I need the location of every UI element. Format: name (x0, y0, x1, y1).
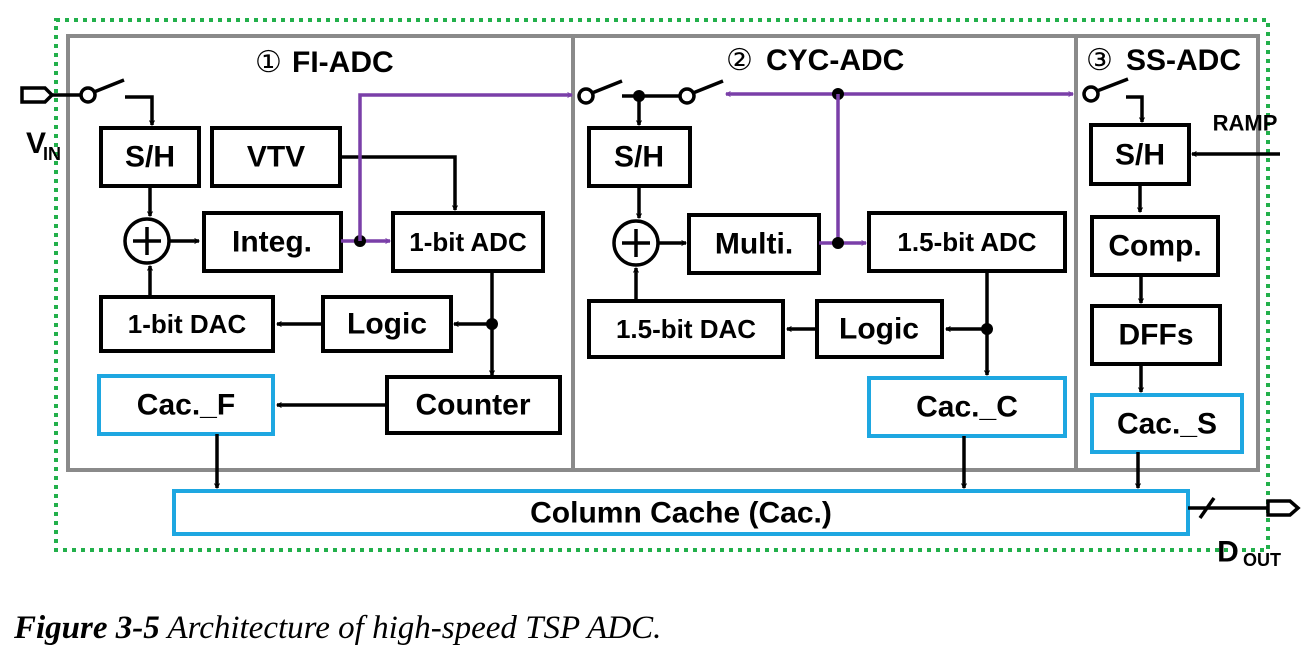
cyc-logic-label: Logic (839, 313, 919, 346)
cyc-multiplier-block (687, 213, 821, 275)
cyc-1p5bit-dac-block (587, 299, 785, 359)
chip-boundary (54, 18, 1270, 552)
cyc-1p5bit-adc-block (867, 211, 1067, 273)
ss-comparator-label: Comp. (1108, 230, 1201, 263)
input-switch-icon (79, 86, 97, 104)
fi-logic-label: Logic (347, 308, 427, 341)
section-1-title: FI-ADC (292, 46, 394, 79)
vin-subscript: IN (43, 144, 61, 164)
fi-1bit-dac-label: 1-bit DAC (128, 309, 247, 339)
fi-1bit-dac-block (99, 295, 275, 353)
cyc-logic-block (815, 299, 944, 359)
ss-cache-block (1090, 393, 1244, 454)
cyc-cache-label: Cac._C (916, 391, 1018, 424)
fi-vtv-label: VTV (247, 141, 305, 174)
fi-vtv-block (210, 126, 342, 188)
ss-switch-icon (1082, 85, 1100, 103)
cyc-1p5bit-dac-label: 1.5-bit DAC (616, 314, 756, 344)
ss-adc-panel (1074, 34, 1260, 472)
fi-1bit-adc-block (391, 211, 545, 273)
column-cache-label: Column Cache (Cac.) (530, 497, 832, 530)
ss-comparator-block (1090, 215, 1220, 277)
section-2-number: ② (726, 43, 753, 78)
ss-sh-label: S/H (1115, 139, 1165, 172)
figure-caption-text: Architecture of high-speed TSP ADC. (159, 610, 662, 646)
column-cache-block (172, 489, 1190, 536)
figure-label: Figure 3-5 (14, 610, 160, 646)
output-port-icon (1266, 499, 1301, 517)
fi-integrator-label: Integ. (232, 226, 312, 259)
fi-cache-label: Cac._F (137, 389, 235, 422)
input-port-icon (20, 86, 55, 104)
cyc-cache-block (867, 376, 1067, 438)
ss-dffs-block (1090, 304, 1222, 366)
figure-caption: Figure 3-5 Architecture of high-speed TS… (14, 610, 661, 647)
ss-dffs-label: DFFs (1119, 319, 1194, 352)
ss-cache-label: Cac._S (1117, 408, 1217, 441)
section-3-title: SS-ADC (1126, 44, 1241, 77)
cyc-switch-in-icon (577, 87, 595, 105)
cyc-1p5bit-adc-label: 1.5-bit ADC (897, 227, 1036, 257)
cyc-multiplier-label: Multi. (715, 228, 793, 261)
ramp-label: RAMP (1213, 111, 1278, 136)
section-1-number: ① (255, 45, 282, 80)
dout-label: D (1217, 536, 1239, 569)
fi-sh-block (99, 126, 201, 188)
cyc-sh-label: S/H (614, 141, 664, 174)
fi-sh-label: S/H (125, 141, 175, 174)
section-2-title: CYC-ADC (766, 44, 904, 77)
cyc-sh-block (587, 126, 692, 188)
section-3-number: ③ (1086, 43, 1113, 78)
ss-sh-block (1089, 123, 1191, 186)
adc-architecture-diagram: ① FI-ADC ② CYC-ADC ③ SS-ADC V IN S/H VTV… (20, 18, 1301, 570)
fi-cache-block (97, 374, 275, 436)
fi-counter-label: Counter (416, 389, 531, 422)
fi-1bit-adc-label: 1-bit ADC (409, 227, 527, 257)
dout-subscript: OUT (1243, 550, 1281, 570)
vin-label: V (26, 127, 46, 160)
cyc-switch-loop-icon (678, 87, 696, 105)
